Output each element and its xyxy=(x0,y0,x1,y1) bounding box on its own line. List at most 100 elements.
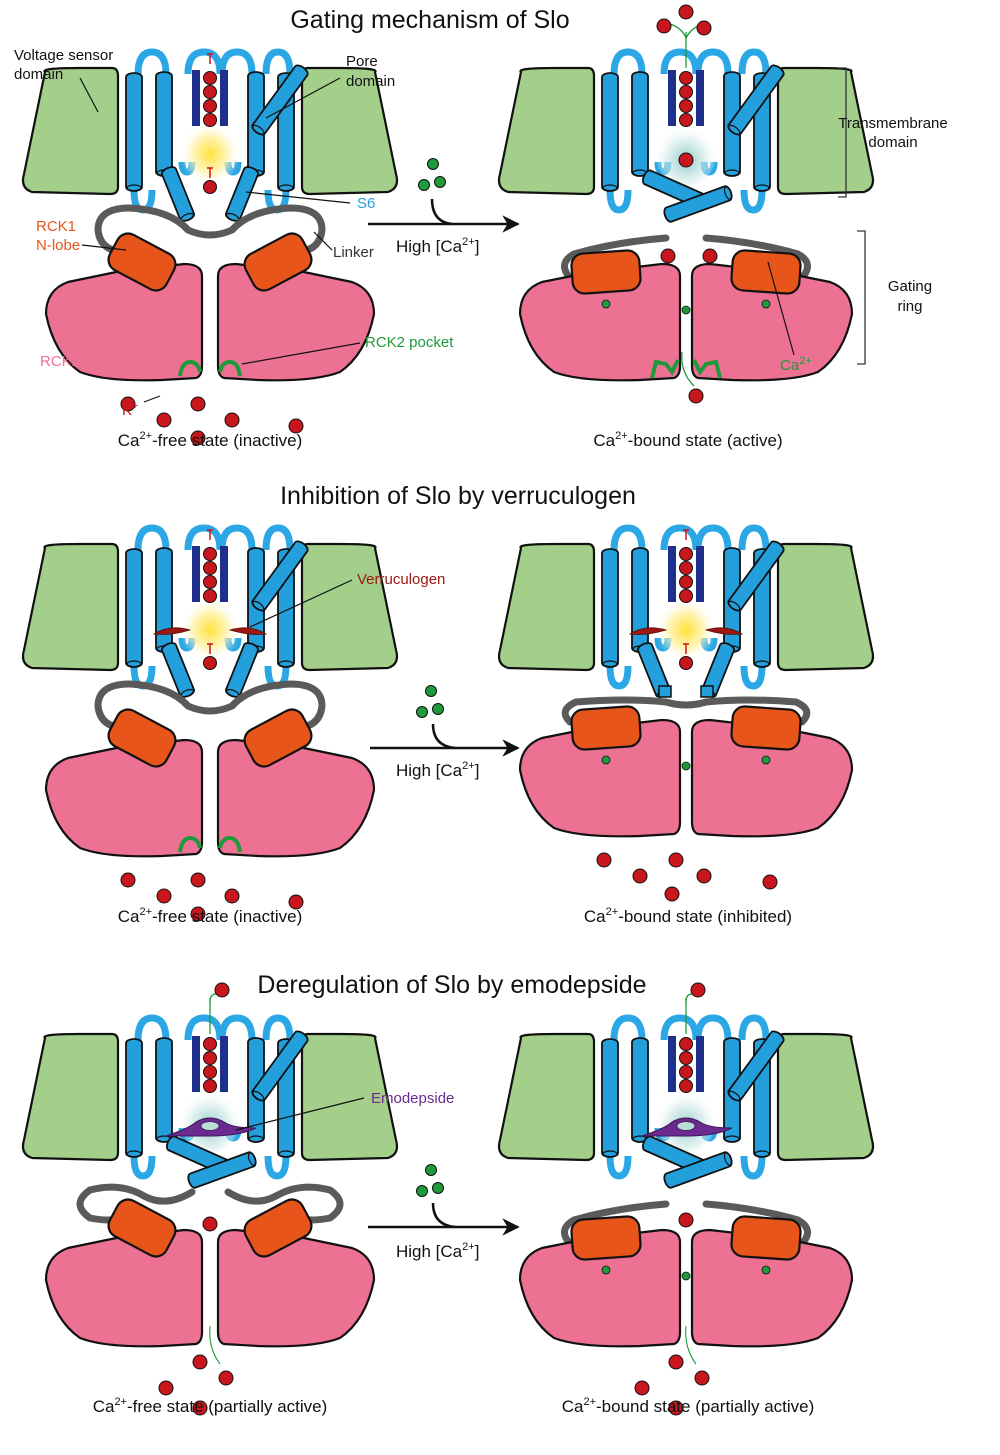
k-ion xyxy=(668,852,684,868)
k-ion xyxy=(156,412,172,428)
helix-s5-left xyxy=(125,72,143,192)
block-mark-icon xyxy=(683,529,689,540)
voltage-sensor-domain-left xyxy=(21,542,120,672)
rck2-domain-right xyxy=(690,1228,854,1348)
rck1-nlobe-left xyxy=(570,705,642,751)
caption-right: Ca2+-bound state (inhibited) xyxy=(584,906,792,926)
bound-calcium-ion xyxy=(601,1265,611,1275)
voltage-sensor-domain-left xyxy=(497,1032,596,1162)
k-ion xyxy=(632,868,648,884)
helix-s6-left-upper xyxy=(631,71,649,177)
pore-helix-right xyxy=(251,540,309,612)
voltage-sensor-domain-right xyxy=(776,542,875,672)
k-ion-in-filter xyxy=(679,85,693,99)
panel-verruculogen: Inhibition of Slo by verruculogen High [… xyxy=(21,482,875,926)
ion-flow-arrow-icon xyxy=(209,993,217,1003)
pore-cavity-glow xyxy=(180,122,240,186)
k-ion xyxy=(120,396,136,412)
helix-stub-right xyxy=(700,685,714,698)
block-mark-icon xyxy=(207,643,213,654)
rck2-domain-right xyxy=(216,1228,376,1348)
rck2-domain-left xyxy=(44,262,204,382)
k-ion-in-filter xyxy=(203,1051,217,1065)
rck2-domain-left xyxy=(518,718,682,838)
k-ion xyxy=(190,430,206,446)
k-ion xyxy=(702,248,718,264)
helix-s5-left xyxy=(125,548,143,668)
helix-s6-left-upper xyxy=(155,547,173,653)
selectivity-filter-left xyxy=(668,70,676,126)
voltage-sensor-domain-right xyxy=(300,66,399,196)
arrow-label: High [Ca2+] xyxy=(396,760,479,780)
bound-calcium-ion xyxy=(761,1265,771,1275)
channel-ca-free-inactive-verruculogen xyxy=(21,524,399,922)
k-ion-in-filter xyxy=(203,71,217,85)
panel-title: Deregulation of Slo by emodepside xyxy=(257,971,646,999)
ion-flow-arrow-icon xyxy=(669,23,699,39)
label-verruculogen: Verruculogen xyxy=(357,571,445,588)
helix-s6-left-upper xyxy=(631,1037,649,1143)
k-ion xyxy=(596,852,612,868)
label-emodepside: Emodepside xyxy=(371,1090,454,1107)
helix-s6-left-upper xyxy=(155,71,173,177)
k-ion xyxy=(288,418,304,434)
linker xyxy=(94,680,326,732)
verruculogen-molecule xyxy=(628,627,668,635)
selectivity-filter-left xyxy=(192,546,200,602)
emodepside-ring xyxy=(676,1121,696,1131)
panel-title: Gating mechanism of Slo xyxy=(290,6,569,34)
k-ion-exiting xyxy=(678,4,694,20)
k-ion-in-filter xyxy=(679,99,693,113)
helix-s6-lower-right xyxy=(663,185,733,223)
k-ion xyxy=(190,872,206,888)
label-s6: S6 xyxy=(357,195,375,212)
k-ion xyxy=(224,888,240,904)
k-ion xyxy=(202,1216,218,1232)
k-ion-in-filter xyxy=(679,1051,693,1065)
channel-ca-bound-partial-emodepside xyxy=(497,982,875,1416)
bound-calcium-ion xyxy=(681,1271,691,1281)
selectivity-filter-right xyxy=(696,1036,704,1092)
linker xyxy=(94,204,326,256)
rck2-domain-left xyxy=(44,1228,204,1348)
selectivity-filter-right xyxy=(696,546,704,602)
k-ion-in-filter xyxy=(679,1079,693,1093)
rck1-nlobe-right xyxy=(243,1198,313,1258)
selectivity-filter-left xyxy=(668,1036,676,1092)
panel-emodepside: Deregulation of Slo by emodepside High [… xyxy=(21,971,875,1416)
emodepside-ring xyxy=(200,1121,220,1131)
label-rck1-2: N-lobe xyxy=(36,237,80,254)
k-ion-in-filter xyxy=(203,99,217,113)
verruculogen-molecule xyxy=(704,627,744,635)
pore-cavity-glow xyxy=(180,598,240,662)
label-rck1: RCK1 xyxy=(36,218,76,235)
linker xyxy=(561,234,811,284)
label-gating-ring: Gating xyxy=(888,278,932,295)
k-ion-blocked xyxy=(679,656,693,670)
channel-ca-free-partial-emodepside xyxy=(21,982,399,1416)
rck2-domain-right xyxy=(690,718,854,838)
linker xyxy=(561,696,811,726)
bound-calcium-ion xyxy=(601,299,611,309)
rck2-domain-left xyxy=(44,738,204,858)
helix-s6-lower-right xyxy=(663,1151,733,1189)
k-ion-exiting xyxy=(214,982,230,998)
k-ion-in-cavity xyxy=(678,152,694,168)
label-transmembrane-2: domain xyxy=(868,134,917,151)
k-ion-in-filter xyxy=(679,575,693,589)
k-ion-in-filter xyxy=(203,575,217,589)
k-ion-blocked xyxy=(203,656,217,670)
rck2-pocket-right xyxy=(218,359,242,377)
block-mark-icon xyxy=(207,529,213,540)
helix-stub-left xyxy=(658,685,672,698)
rck1-nlobe-left xyxy=(107,232,177,292)
helix-s5-left xyxy=(601,1038,619,1158)
rck1-nlobe-left xyxy=(570,249,642,295)
caption-right: Ca2+-bound state (active) xyxy=(593,430,782,450)
helix-s6-lower-right xyxy=(224,166,260,222)
rck1-nlobe-left xyxy=(570,1215,642,1261)
caption-left: Ca2+-free state (inactive) xyxy=(118,906,303,926)
calcium-ions-cluster xyxy=(416,1164,444,1197)
k-ion xyxy=(668,1400,684,1416)
ion-flow-arrow-icon xyxy=(685,1325,697,1365)
